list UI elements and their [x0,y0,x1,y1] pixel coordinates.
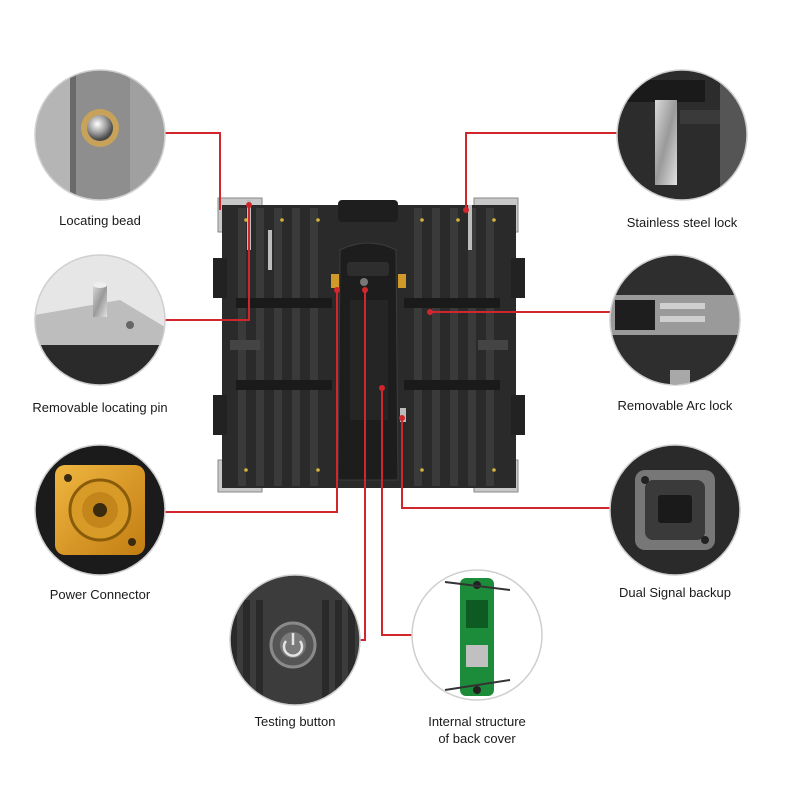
detail-locating-bead [34,69,166,201]
label-internal-structure-line2: of back cover [438,731,516,746]
label-internal-structure-line1: Internal structure [428,714,526,729]
leader-line-locating-bead [163,132,221,210]
cabinet [213,197,525,493]
leader-line-dual-signal-backup [401,418,610,509]
detail-removable-arc-lock [609,254,741,386]
label-removable-arc-lock: Removable Arc lock [617,398,733,413]
label-power-connector: Power Connector [49,587,151,602]
leader-line-internal-structure [381,388,412,636]
label-stainless-steel-lock: Stainless steel lock [626,215,738,230]
leader-line-endpoints [246,202,469,421]
detail-power-connector [34,444,166,576]
detail-removable-locating-pin [34,254,166,386]
label-removable-locating-pin: Removable locating pin [32,400,168,415]
leader-line-stainless-steel-lock [465,132,617,210]
leader-line-removable-locating-pin [163,205,250,321]
detail-internal-structure [411,569,543,701]
label-testing-button: Testing button [254,714,336,729]
label-dual-signal-backup: Dual Signal backup [618,585,732,600]
detail-testing-button [229,574,361,706]
label-locating-bead: Locating bead [59,213,141,228]
label-internal-structure: Internal structure of back cover [402,713,552,747]
leader-line-power-connector [163,290,338,513]
detail-dual-signal-backup [609,444,741,576]
detail-stainless-steel-lock [616,69,748,201]
